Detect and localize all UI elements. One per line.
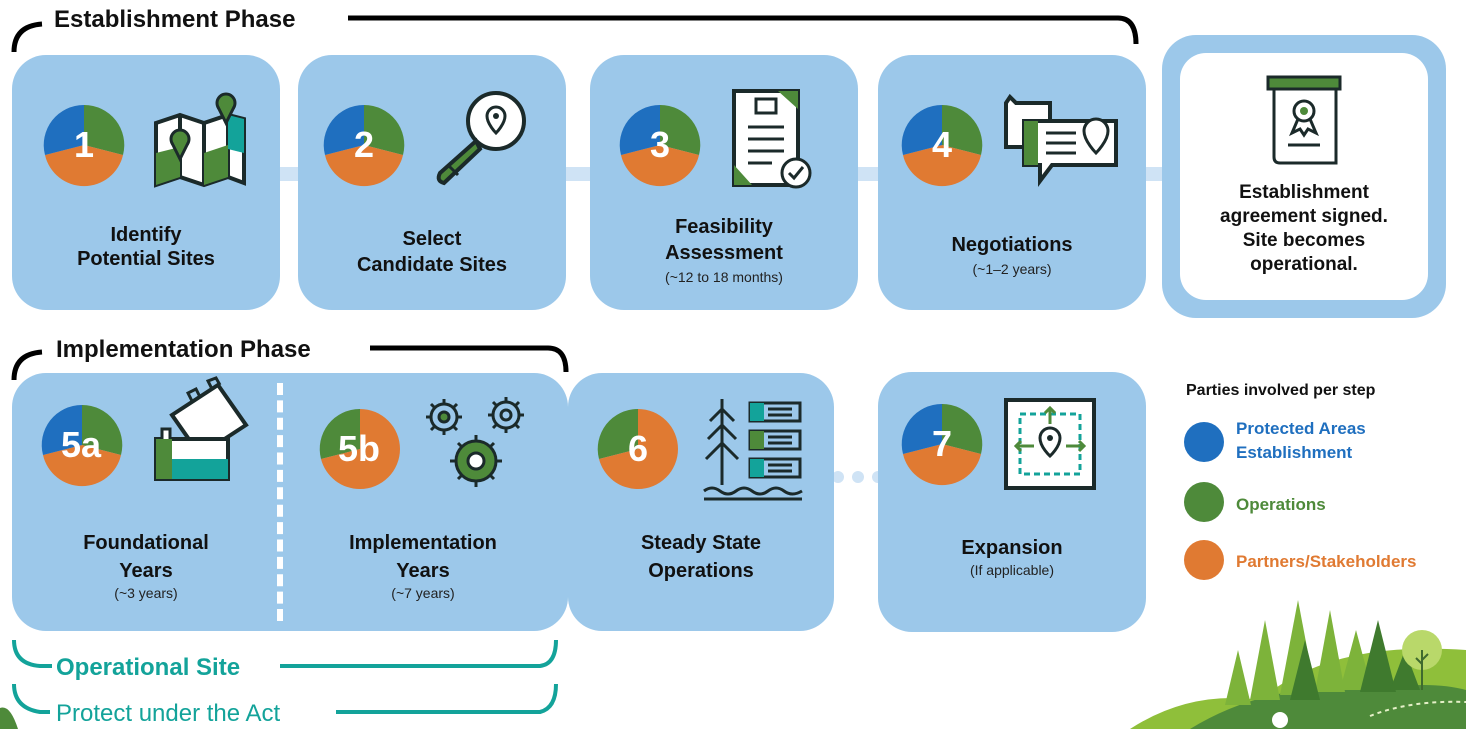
step-title-line1: Implementation <box>349 532 497 554</box>
step-number: 5b <box>337 428 380 469</box>
parties-pie <box>41 404 123 487</box>
step-title-line1: Steady State <box>640 532 762 554</box>
chat-bubbles-icon <box>1004 93 1118 187</box>
gears-icon <box>426 397 524 487</box>
step-title-line2: Assessment <box>665 242 783 264</box>
step-duration: (~3 years) <box>114 585 178 601</box>
step-number: 6 <box>627 428 649 469</box>
step-card-1: 1 Identify Potential Sites <box>12 55 280 310</box>
step-number: 3 <box>649 124 671 165</box>
step-title-line1: Negotiations <box>951 234 1073 256</box>
parties-pie <box>901 104 983 187</box>
parties-pie <box>597 408 678 490</box>
step-card-6: 6 Steady State Operations <box>568 373 834 631</box>
step-card-5: 5a Foundational Years (~3 years) 5b Impl… <box>12 373 568 631</box>
legend-label-line1: Protected Areas <box>1236 419 1366 438</box>
step-title-line2: Potential Sites <box>77 248 215 270</box>
landscape-illustration <box>1130 600 1466 729</box>
step-title-line2: Candidate Sites <box>356 254 508 276</box>
outcome-line1: Establishment <box>1239 182 1369 203</box>
step-title-line2: Operations <box>648 560 754 582</box>
parties-pie <box>319 408 400 490</box>
step-title-line1: Feasibility <box>675 216 773 238</box>
step-title-line2: Years <box>119 560 173 582</box>
forest-checklist-icon <box>703 399 803 501</box>
operational-site-label: Operational Site <box>52 654 245 682</box>
expand-location-icon <box>1004 398 1096 490</box>
building-blocks-icon <box>154 376 249 481</box>
step-number: 7 <box>931 423 953 464</box>
step-card-4: 4 Negotiations (~1–2 years) <box>878 55 1146 310</box>
outcome-line3: Site becomes <box>1242 230 1366 251</box>
establishment-phase-label: Establishment Phase <box>48 6 302 34</box>
outcome-line4: operational. <box>1250 254 1358 275</box>
legend-swatch-blue <box>1184 422 1224 462</box>
legend-title: Parties involved per step <box>1186 382 1376 399</box>
step-card-2: 2 Select Candidate Sites <box>298 55 566 310</box>
legend-label-line1: Partners/Stakeholders <box>1236 552 1417 571</box>
protect-under-act-label: Protect under the Act <box>52 700 285 728</box>
legend-label-line2: Establishment <box>1236 443 1353 462</box>
step-card-3: 3 Feasibility Assessment (~12 to 18 mont… <box>590 55 858 310</box>
step-number: 4 <box>931 124 953 165</box>
legend-swatch-green <box>1184 482 1224 522</box>
legend-label-line1: Operations <box>1236 495 1326 514</box>
legend-swatch-orange <box>1184 540 1224 580</box>
left-hill-decoration <box>0 707 18 729</box>
divider-dashed <box>277 383 283 621</box>
parties-pie <box>323 104 405 187</box>
step-number: 1 <box>73 124 95 165</box>
implementation-phase-label: Implementation Phase <box>50 336 317 364</box>
outcome-inner: Establishment agreement signed. Site bec… <box>1180 53 1428 300</box>
outcome-card: Establishment agreement signed. Site bec… <box>1162 35 1446 318</box>
step-title-line1: Identify <box>110 224 182 246</box>
step-duration: (~7 years) <box>391 585 455 601</box>
step-duration: (~1–2 years) <box>972 261 1052 277</box>
outcome-line2: agreement signed. <box>1220 206 1388 227</box>
step-title-line1: Foundational <box>83 532 209 554</box>
map-icon <box>154 92 246 188</box>
document-check-icon <box>732 89 812 189</box>
magnifier-location-icon <box>436 91 526 186</box>
step-number: 5a <box>60 424 102 465</box>
parties-pie <box>901 403 983 486</box>
step-number: 2 <box>353 124 375 165</box>
step-title-line1: Expansion <box>961 537 1063 559</box>
certificate-scroll-icon <box>1266 75 1342 165</box>
step-card-7: 7 Expansion (If applicable) <box>878 372 1146 632</box>
parties-pie <box>43 104 125 187</box>
step-duration: (If applicable) <box>969 562 1055 578</box>
parties-pie <box>619 104 701 187</box>
step-title-line2: Years <box>396 560 450 582</box>
step-duration: (~12 to 18 months) <box>665 269 783 285</box>
step-title-line1: Select <box>402 228 462 250</box>
